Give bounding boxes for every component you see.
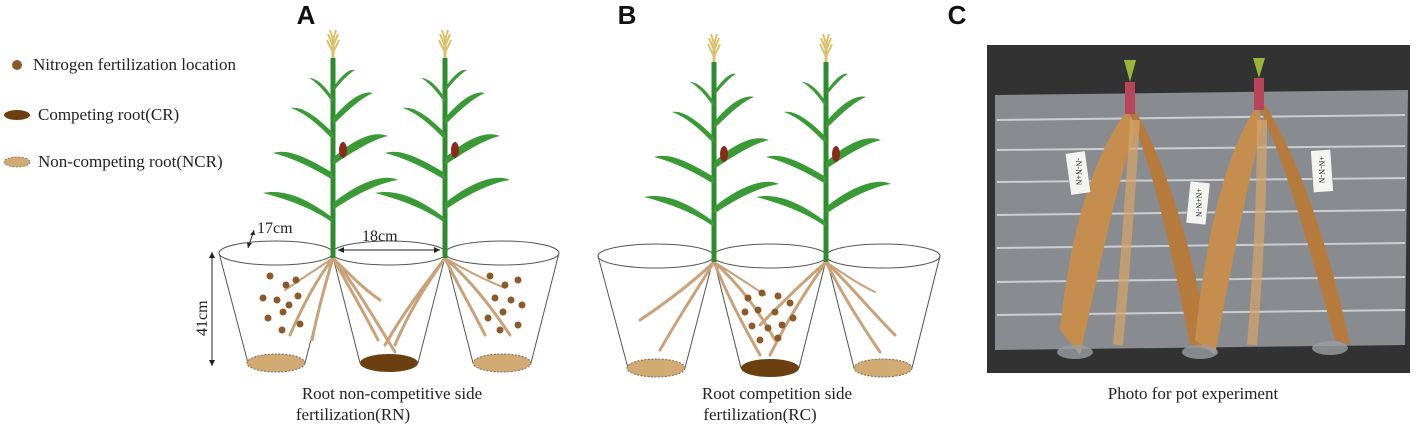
maize-plant-b2 [756,34,891,262]
dimension-plant-spacing: 18cm [338,228,440,253]
photo-tag-left-text: -N-N+N [1074,158,1083,185]
legend-fertilizer-label: Nitrogen fertilization location [33,55,236,74]
photo-root-mass-right [1195,105,1350,355]
legend-competing-root-swatch [4,110,30,120]
photo-tag-right: +N-N-N [1310,149,1334,193]
maize-plant-b1 [644,34,779,262]
panel-letter-c: C [948,0,967,30]
fertilizer-dots-a-right [484,272,526,334]
plant-spacing-label: 18cm [362,228,398,245]
pot-height-label: 41cm [194,300,211,336]
fertilizer-dots-a-left [259,272,304,334]
panel-b-diagram: Root competition side fertilization(RC) [597,34,941,424]
roots-a-plant2 [383,256,512,347]
panel-c-caption: Photo for pot experiment [1108,384,1279,403]
fertilizer-dots-b-middle [741,289,797,344]
panel-letter-b: B [618,0,637,30]
photo-tag-middle-text: +N+N-N [1194,188,1203,217]
pot-diameter-label: 17cm [257,220,293,237]
roots-a-plant1 [284,256,397,354]
photo-tag-right-text: +N-N-N [1317,156,1326,183]
panel-a-diagram: 17cm 18cm 41cm Root non-competitive side… [194,30,560,424]
roots-b-plant1 [638,260,777,357]
legend: Nitrogen fertilization location Competin… [3,55,236,171]
panel-a-caption-line2: fertilization(RN) [296,405,410,424]
legend-noncompeting-root-label: Non-competing root(NCR) [38,152,223,171]
dimension-pot-diameter: 17cm [247,220,293,249]
pot-b-middle [712,243,828,377]
roots-b-plant2 [758,260,897,357]
pot-a-middle [331,240,447,372]
pot-b-right [825,243,941,378]
panel-letter-a: A [297,0,316,30]
photo-root-mass-left [1060,110,1210,355]
dimension-pot-height: 41cm [194,252,215,366]
pot-a-right [444,240,560,373]
panel-b-caption-line1: Root competition side [702,384,852,403]
panel-c-photo: -N-N+N +N+N-N +N-N-N Photo for pot exper… [987,45,1410,403]
legend-noncompeting-root-swatch [3,156,31,168]
maize-plant-a2 [375,30,510,258]
photo-tag-left: -N-N+N [1064,150,1092,196]
panel-b-caption-line2: fertilization(RC) [703,405,816,424]
legend-fertilizer-dot [12,60,22,70]
photo-tag-middle: +N+N-N [1185,180,1211,226]
pot-a-left [218,240,334,373]
legend-competing-root-label: Competing root(CR) [38,105,179,124]
panel-a-caption-line1: Root non-competitive side [302,384,482,403]
